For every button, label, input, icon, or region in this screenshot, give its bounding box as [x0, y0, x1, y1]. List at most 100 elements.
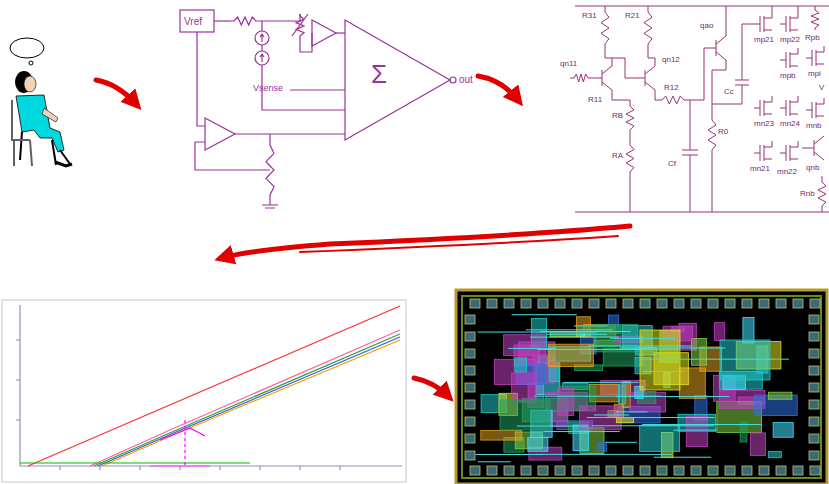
pin-name: out: [459, 74, 473, 85]
flow-arrow: [222, 226, 630, 258]
metal-track: [588, 346, 691, 347]
simulation-plot: [94, 334, 400, 466]
simulation-plot: [160, 428, 205, 440]
part-name: qnb: [806, 164, 819, 173]
transistor-symbol: [754, 141, 772, 161]
part-name: mpb: [780, 72, 796, 81]
layout-cell: [597, 442, 606, 451]
bond-pad: [555, 299, 565, 308]
part-name: mp21: [754, 36, 774, 45]
chip-layout: [456, 290, 827, 484]
wire: [214, 20, 230, 21]
flow-arrow: [478, 76, 518, 100]
wire: [195, 142, 270, 170]
metal-track: [592, 425, 715, 426]
bond-pad: [487, 299, 497, 308]
transistor-symbol: [754, 12, 772, 32]
bond-pad: [742, 299, 752, 308]
bond-pad: [465, 366, 475, 375]
metal-track: [526, 329, 613, 330]
flow-arrow: [96, 80, 136, 104]
layout-cell: [773, 423, 793, 438]
signal-name: Vsense: [253, 84, 283, 94]
metal-track: [508, 348, 556, 349]
resistor-symbol: [570, 74, 590, 82]
bond-pad: [809, 400, 819, 409]
bond-pad: [691, 466, 701, 475]
part-name: qao: [700, 22, 713, 31]
wire: [197, 32, 205, 126]
wire: [235, 133, 345, 134]
bond-pad: [465, 349, 475, 358]
part-name: Rnb: [800, 190, 815, 199]
bond-pad: [465, 383, 475, 392]
part-name: R21: [625, 12, 640, 21]
part-name: mpi: [808, 70, 821, 79]
bond-pad: [776, 466, 786, 475]
supply-rail: [575, 6, 829, 7]
bond-pad: [623, 299, 633, 308]
bond-pad: [465, 315, 475, 324]
simulation-plot: [150, 465, 210, 466]
layout-cell: [750, 433, 765, 456]
wire: [290, 89, 345, 90]
variable-resistor: [292, 14, 308, 40]
wire: [262, 14, 300, 21]
bond-pad: [555, 466, 565, 475]
bond-pad: [572, 466, 582, 475]
metal-track: [478, 461, 511, 462]
bond-pad: [809, 366, 819, 375]
bond-pad: [589, 466, 599, 475]
layout-cell: [528, 437, 548, 451]
metal-track: [594, 414, 629, 415]
bond-pad: [640, 299, 650, 308]
metal-track: [606, 442, 637, 443]
transistor-symbol: [780, 141, 798, 161]
layout-cell: [691, 338, 706, 365]
bond-pad: [657, 299, 667, 308]
sum-symbol: Σ: [371, 60, 387, 89]
transistor-symbol: [780, 12, 798, 32]
metal-track: [537, 349, 678, 350]
simulation-plot: [102, 340, 400, 466]
simulation-plot: [28, 306, 400, 466]
part-name: R11: [588, 96, 602, 105]
metal-track: [643, 371, 684, 372]
simulation-plot: [98, 337, 400, 466]
resistor-symbol: [655, 96, 690, 104]
bond-pad: [742, 466, 752, 475]
bond-pad: [657, 466, 667, 475]
wire: [682, 100, 698, 212]
layout-cell: [720, 340, 770, 380]
metal-track: [642, 424, 762, 425]
part-name: mn21: [750, 165, 770, 174]
layout-cell: [500, 400, 550, 430]
layout-cell: [548, 344, 593, 366]
layout-cell: [512, 373, 536, 402]
metal-track: [543, 431, 620, 432]
bond-pad: [623, 466, 633, 475]
ground-symbol: [262, 205, 278, 208]
person-figure: [24, 76, 36, 92]
metal-track: [616, 411, 648, 412]
resistor-symbol: [626, 136, 634, 212]
part-name: mp22: [780, 36, 800, 45]
layout-cell: [715, 323, 725, 341]
bond-pad: [759, 299, 769, 308]
metal-track: [563, 382, 638, 383]
bond-pad: [538, 299, 548, 308]
current-source: [255, 31, 269, 45]
wire: [336, 32, 345, 33]
bond-pad: [470, 299, 480, 308]
bond-pad: [521, 466, 531, 475]
resistor-symbol: [626, 100, 634, 136]
bond-pad: [809, 383, 819, 392]
bond-pad: [465, 332, 475, 341]
flow-arrow: [300, 236, 618, 252]
bond-pad: [759, 466, 769, 475]
output-pin: [450, 77, 456, 83]
layout-cell: [640, 330, 680, 390]
bond-pad: [725, 466, 735, 475]
current-source: [255, 51, 269, 65]
